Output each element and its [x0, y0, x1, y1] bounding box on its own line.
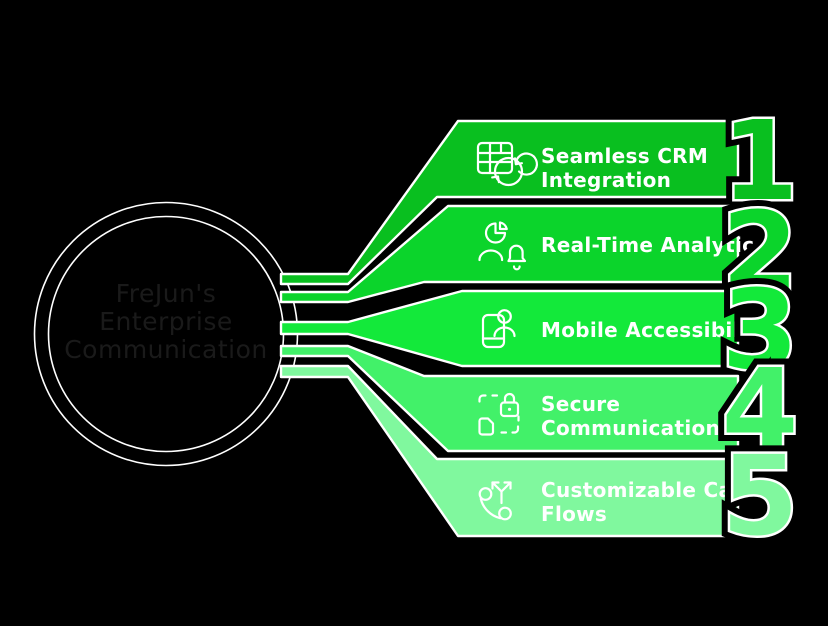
banner-label-line: Real-Time Analytics — [541, 233, 767, 257]
feature-item-4: Secure Communication 4 4 — [279, 337, 807, 482]
banner-label-line: Communication — [541, 416, 720, 440]
call-flow-icon — [478, 481, 512, 521]
circle-title-line: Communication — [64, 335, 268, 364]
banner-ribbon — [279, 119, 740, 286]
circle-title-line: Enterprise — [99, 307, 233, 336]
feature-item-3: Mobile Accessibility 3 3 — [279, 258, 807, 403]
banner-label-line: Seamless CRM — [541, 144, 708, 168]
crm-table-sync-icon — [476, 141, 538, 187]
banner-label-line: Customizable Call — [541, 478, 747, 502]
banner-ribbon — [279, 364, 740, 538]
banner-label-line: Mobile Accessibility — [541, 318, 770, 342]
banner-label-line: Integration — [541, 168, 671, 192]
feature-item-2: Real-Time Analytics 2 2 — [279, 180, 807, 325]
item-number-outline: 5 — [722, 432, 799, 560]
secure-lock-doc-icon — [478, 392, 520, 436]
item-number-outline: 4 — [722, 345, 799, 473]
item-number: 5 — [722, 432, 799, 560]
mobile-person-icon — [481, 309, 516, 349]
analytics-person-bell-icon — [478, 221, 527, 271]
item-number: 3 — [722, 266, 799, 394]
central-circle: FreJun's Enterprise Communication — [33, 201, 299, 467]
banner-ribbon — [279, 344, 740, 453]
banner-label-line: Secure — [541, 392, 620, 416]
feature-item-5: Customizable Call Flows 5 5 — [279, 364, 807, 569]
item-number: 4 — [722, 345, 799, 473]
circle-title-line: FreJun's — [116, 279, 217, 308]
banner-label-line: Flows — [541, 502, 607, 526]
